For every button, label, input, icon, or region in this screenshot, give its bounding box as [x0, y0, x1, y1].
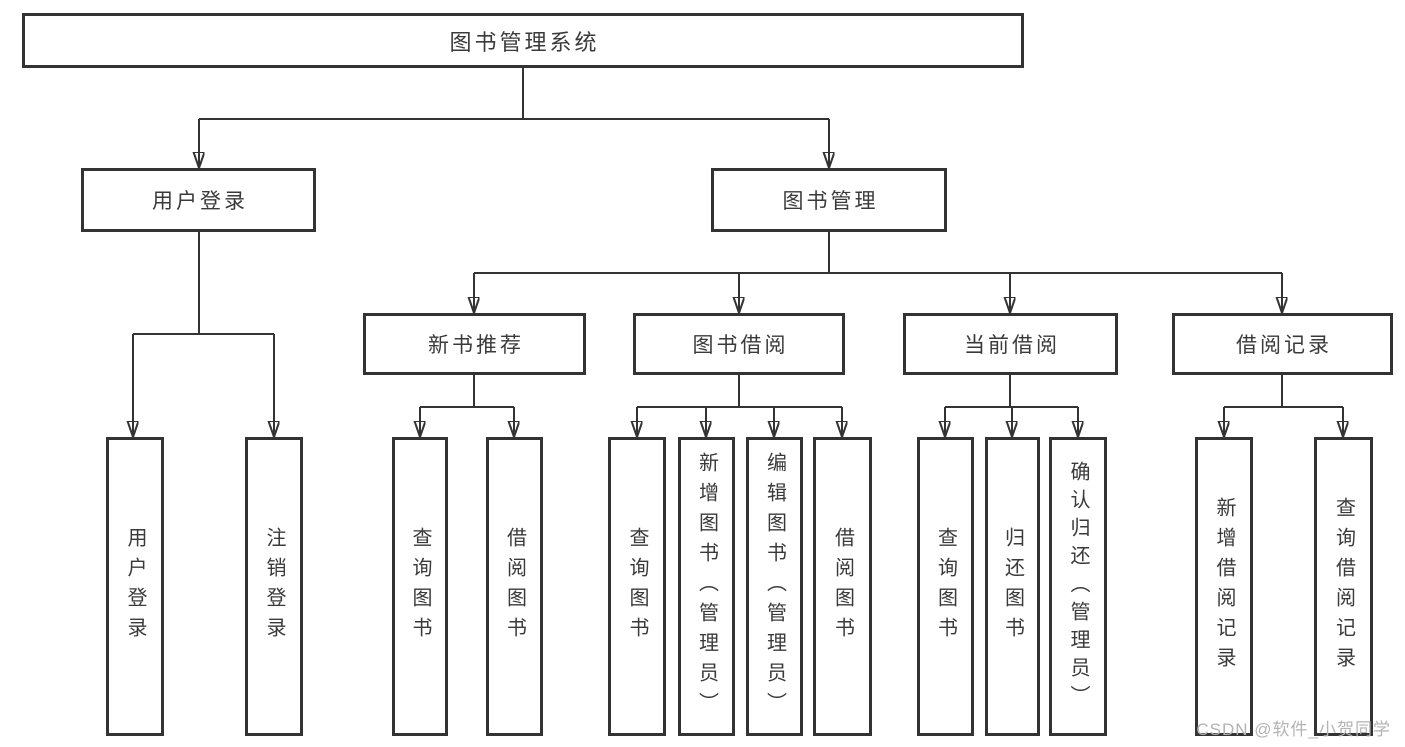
node-label: 图书管理系统	[449, 29, 600, 55]
node-leaf-borrow-books-recommend: 借阅图书	[486, 437, 543, 736]
node-label: 新增借阅记录	[1213, 496, 1235, 677]
connector-current-borrow-group	[945, 375, 1078, 437]
node-label: 查询图书	[934, 526, 957, 647]
node-label: 注销登录	[263, 526, 285, 647]
node-label: 当前借阅	[964, 334, 1060, 357]
node-label: 查询图书	[626, 526, 648, 647]
node-label: 确认归还（管理员）	[1067, 460, 1089, 713]
node-label: 归还图书	[1001, 526, 1024, 647]
connector-book-management-group	[474, 232, 1282, 313]
node-label: 用户登录	[124, 526, 146, 647]
node-label: 图书借阅	[692, 334, 789, 357]
connector-new-book-recommend-group	[420, 375, 514, 437]
connector-borrow-record-group	[1224, 375, 1343, 437]
node-library-system: 图书管理系统	[22, 13, 1024, 68]
connector-book-borrow-group	[637, 375, 842, 437]
node-borrow-record: 借阅记录	[1172, 313, 1393, 375]
node-label: 借阅图书	[831, 526, 854, 647]
node-book-borrow: 图书借阅	[633, 313, 845, 375]
node-label: 借阅图书	[503, 526, 526, 647]
node-label: 图书管理	[782, 190, 879, 213]
node-label: 编辑图书（管理员）	[763, 451, 786, 722]
connector-user-login-group	[133, 232, 274, 437]
node-label: 新书推荐	[428, 334, 524, 357]
node-label: 借阅记录	[1236, 334, 1332, 357]
node-leaf-add-borrow-record: 新增借阅记录	[1195, 437, 1253, 736]
node-leaf-add-books-admin: 新增图书（管理员）	[678, 437, 735, 736]
node-current-borrow: 当前借阅	[903, 313, 1118, 375]
node-leaf-user-login: 用户登录	[106, 437, 164, 736]
node-user-login: 用户登录	[81, 168, 316, 232]
node-book-management: 图书管理	[711, 168, 947, 232]
node-leaf-return-books: 归还图书	[985, 437, 1040, 736]
node-label: 新增图书（管理员）	[695, 451, 718, 722]
node-label: 查询图书	[409, 526, 431, 647]
connector-root-to-level2	[199, 68, 829, 168]
node-leaf-logout: 注销登录	[245, 437, 303, 736]
node-new-book-recommend: 新书推荐	[363, 313, 586, 375]
node-label: 用户登录	[152, 190, 248, 213]
node-leaf-query-borrow-record: 查询借阅记录	[1314, 437, 1373, 736]
node-leaf-borrow-books: 借阅图书	[813, 437, 872, 736]
node-leaf-query-books-recommend: 查询图书	[392, 437, 448, 736]
node-leaf-query-books-borrow: 查询图书	[608, 437, 666, 736]
csdn-watermark: CSDN @软件_小贺同学	[1196, 720, 1391, 739]
node-leaf-confirm-return-admin: 确认归还（管理员）	[1049, 437, 1107, 736]
node-label: 查询借阅记录	[1332, 496, 1355, 677]
node-leaf-edit-books-admin: 编辑图书（管理员）	[746, 437, 803, 736]
node-leaf-query-books-current: 查询图书	[917, 437, 974, 736]
